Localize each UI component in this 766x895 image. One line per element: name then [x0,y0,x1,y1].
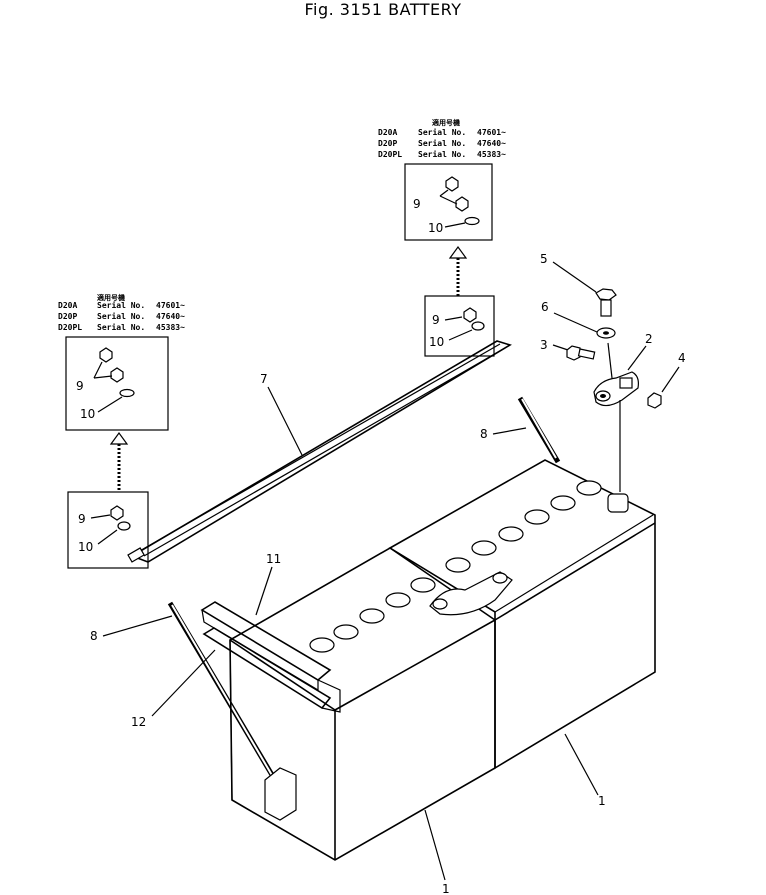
nut-icon [647,392,662,409]
callout-3: 3 [540,338,548,352]
upper-note-label-2: Serial No. [418,138,466,148]
left-note-label-3: Serial No. [97,322,145,332]
callout-9-upper-small: 9 [432,313,440,327]
callout-5: 5 [540,252,548,266]
left-box-nut-icon [93,347,124,383]
callout-6: 6 [541,300,549,314]
callout-2: 2 [645,332,653,346]
tie-rods: 8 8 [90,396,561,782]
left-note-serial-1: 47601~ [156,301,185,310]
upper-box-nut-icon [439,176,469,212]
terminal-parts-cluster: 5 6 3 2 4 [540,252,686,492]
upper-small-washer-icon [471,321,485,331]
left-note-model-2: D20P [58,312,77,321]
callout-1-bottom: 1 [442,882,450,895]
upper-note-label-1: Serial No. [418,127,466,137]
callout-9-left-box: 9 [76,379,84,393]
left-note-header: 適用号機 [97,293,125,302]
upper-note-label-3: Serial No. [418,149,466,159]
batteries [229,459,656,861]
callout-8-left: 8 [90,629,98,643]
left-note-model-1: D20A [58,301,77,310]
upper-box-washer-icon [464,216,480,226]
rod-hook [264,767,297,821]
left-box-washer-icon [119,388,135,398]
upper-note-serial-1: 47601~ [477,128,506,137]
upper-small-nut-icon [463,307,477,323]
left-arrow-icon [109,431,129,490]
bolt-icon [595,288,617,317]
left-note-model-3: D20PL [58,323,82,332]
upper-note-serial-3: 45383~ [477,150,506,159]
hold-down-bar: 7 [127,340,512,563]
left-small-washer-icon [117,521,131,531]
callout-9-upper-box: 9 [413,197,421,211]
upper-note-model-2: D20P [378,139,397,148]
callout-10-left-box: 10 [80,407,95,421]
left-note-serial-2: 47640~ [156,312,185,321]
callout-10-upper-box: 10 [428,221,443,235]
callout-4: 4 [678,351,686,365]
upper-note-header: 適用号機 [432,118,460,127]
upper-small-box: 9 10 [424,295,495,357]
upper-arrow-icon [448,245,468,298]
terminal-clamp-icon [593,371,639,407]
upper-note-model-3: D20PL [378,150,402,159]
callout-10-left-small: 10 [78,540,93,554]
brackets: 11 12 [131,552,341,821]
upper-note-serial-2: 47640~ [477,139,506,148]
left-note-serial-3: 45383~ [156,323,185,332]
upper-serial-note: 適用号機 D20A Serial No. 47601~ D20P Serial … [378,118,506,159]
left-note-label-2: Serial No. [97,311,145,321]
left-note-label-1: Serial No. [97,300,145,310]
upper-note-model-1: D20A [378,128,397,137]
callout-1-right: 1 [598,794,606,808]
left-rod-highlight [171,604,274,778]
terminal-bolt-icon [566,345,596,361]
upper-detail-box: 9 10 [404,163,493,241]
callout-11: 11 [266,552,281,566]
left-small-nut-icon [110,505,124,521]
callout-12: 12 [131,715,146,729]
left-small-box: 9 10 [67,491,149,569]
washer-hole [603,331,609,335]
figure-title: Fig. 3151 BATTERY [304,0,462,19]
left-detail-box: 9 10 [65,336,169,431]
left-serial-note: 適用号機 D20A Serial No. 47601~ D20P Serial … [58,293,185,332]
callout-10-upper-small: 10 [429,335,444,349]
callout-8-right: 8 [480,427,488,441]
callout-9-left-small: 9 [78,512,86,526]
right-rod-highlight [521,398,557,459]
callout-7: 7 [260,372,268,386]
